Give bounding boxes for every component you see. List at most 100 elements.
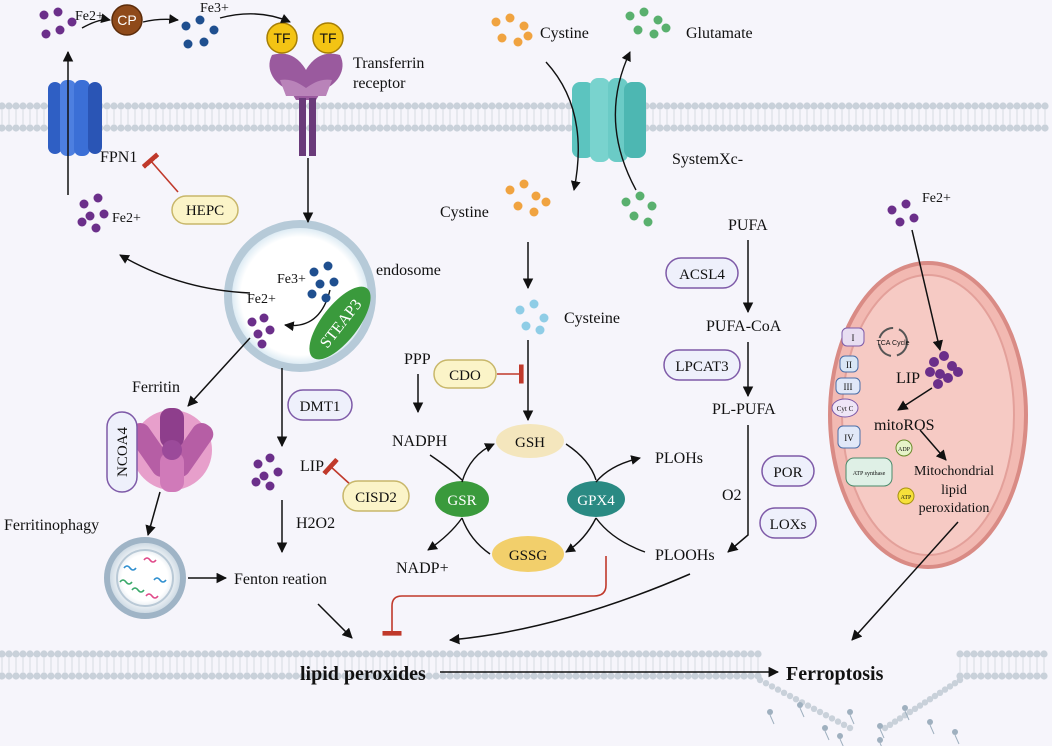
top-membrane-lipid-head	[327, 124, 335, 132]
cp-label: CP	[117, 12, 136, 28]
ferritin-to-autophagosome-arrow	[145, 491, 161, 537]
bottom-membrane-lipid-head	[138, 672, 146, 680]
bottom-membrane-lipid-head	[173, 672, 181, 680]
ruptured-lipid-head	[956, 676, 964, 684]
bottom-membrane-lipid-head	[152, 672, 160, 680]
ruptured-lipid-head	[804, 702, 812, 709]
bottom-membrane-lipid-head	[320, 672, 328, 680]
gpx4-inhibition-line	[382, 556, 607, 636]
adp-label: ADP	[898, 447, 911, 453]
fe2-ion	[265, 453, 275, 463]
bottom-membrane-lipid-head	[621, 672, 629, 680]
top-membrane-lipid-head	[880, 124, 888, 132]
top-membrane-lipid-head	[264, 102, 272, 110]
por-label: POR	[773, 465, 802, 481]
bottom-membrane-lipid-head	[334, 650, 342, 658]
bottom-membrane-lipid-head	[208, 650, 216, 658]
atp-synthase	[845, 457, 893, 487]
top-membrane-lipid-head	[320, 124, 328, 132]
bottom-membrane-lipid-head	[5, 650, 13, 658]
lip-iron	[933, 379, 943, 389]
bottom-membrane-lipid-head	[75, 672, 83, 680]
free-lipid-tail	[824, 730, 830, 741]
top-membrane-lipid-head	[0, 124, 6, 132]
ruptured-lipid-head	[891, 718, 899, 725]
top-membrane-lipid-head	[12, 102, 20, 110]
top-membrane-lipid-head	[33, 124, 41, 132]
top-membrane-lipid-head	[383, 102, 391, 110]
ruptured-lipid-head	[834, 718, 842, 725]
glutamate-molecule	[629, 211, 639, 221]
bottom-membrane-lipid-head	[747, 650, 755, 658]
bottom-membrane-lipid-head	[0, 672, 6, 680]
top-membrane-lipid-head	[908, 102, 916, 110]
bottom-membrane-lipid-head	[565, 672, 573, 680]
bottom-membrane-lipid-head	[963, 672, 971, 680]
top-membrane-lipid-head	[376, 124, 384, 132]
top-membrane-lipid-head	[649, 124, 657, 132]
bottom-membrane-lipid-head	[628, 650, 636, 658]
bottom-membrane-lipid-head	[684, 650, 692, 658]
bottom-membrane-lipid-head	[152, 650, 160, 658]
top-membrane-lipid-head	[558, 102, 566, 110]
top-membrane-lipid-head	[425, 124, 433, 132]
fe3-ion	[199, 37, 209, 47]
bottom-membrane-lipid-head	[551, 672, 559, 680]
bottom-membrane-lipid-head	[355, 650, 363, 658]
fe2-ion	[265, 481, 275, 491]
top-membrane-lipid-head	[523, 102, 531, 110]
bottom-membrane-lipid-head	[558, 650, 566, 658]
top-membrane-lipid-head	[453, 124, 461, 132]
transferrin-receptor-label: Transferrin	[353, 55, 424, 72]
top-membrane-lipid-head	[971, 124, 979, 132]
top-membrane-lipid-head	[964, 102, 972, 110]
top-membrane-lipid-head	[215, 102, 223, 110]
ruptured-lipid-head	[768, 683, 776, 690]
bottom-membrane-lipid-head	[600, 672, 608, 680]
cystine-top-label: Cystine	[540, 25, 589, 42]
bottom-membrane-lipid-head	[33, 672, 41, 680]
bottom-membrane-lipid-head	[977, 672, 985, 680]
bottom-membrane-lipid-head	[313, 650, 321, 658]
top-membrane-lipid-head	[810, 102, 818, 110]
ploohs-to-lipid-peroxides-arrow	[448, 573, 691, 645]
ruptured-lipid-head	[792, 696, 800, 703]
top-membrane-lipid-head	[782, 102, 790, 110]
bottom-membrane-lipid-head	[530, 672, 538, 680]
bottom-membrane-lipid-head	[432, 650, 440, 658]
gsr-cycle-bottom	[461, 517, 491, 555]
top-membrane-lipid-head	[341, 102, 349, 110]
tf-label-2: TF	[319, 30, 336, 46]
bottom-membrane-lipid-head	[355, 672, 363, 680]
ppp-label: PPP	[404, 351, 431, 368]
bottom-membrane-lipid-head	[383, 650, 391, 658]
pufa-coa-label: PUFA-CoA	[706, 318, 782, 335]
mito-to-ferroptosis-arrow	[851, 521, 959, 641]
bottom-membrane-lipid-head	[250, 672, 258, 680]
bottom-membrane-lipid-head	[257, 672, 265, 680]
bottom-membrane-lipid-head	[1012, 650, 1020, 658]
top-membrane-lipid-head	[740, 102, 748, 110]
bottom-membrane-lipid-head	[40, 672, 48, 680]
fe3-top-label: Fe3+	[200, 1, 229, 16]
bottom-membrane-lipid-head	[180, 650, 188, 658]
cell-membrane-top	[0, 102, 1049, 132]
glutamate-molecule	[653, 15, 663, 25]
bottom-membrane-lipid-head	[984, 650, 992, 658]
bottom-membrane-lipid-head	[747, 672, 755, 680]
bottom-membrane-lipid-head	[495, 672, 503, 680]
top-membrane-lipid-head	[887, 102, 895, 110]
cdo-label: CDO	[449, 368, 481, 384]
fe-oxidation-arrow-1	[81, 13, 111, 29]
bottom-membrane-lipid-head	[677, 650, 685, 658]
bottom-membrane-lipid-head	[432, 672, 440, 680]
bottom-membrane-lipid-head	[292, 650, 300, 658]
top-membrane-lipid-head	[719, 124, 727, 132]
top-membrane-lipid-head	[327, 102, 335, 110]
fe2-ion	[247, 317, 257, 327]
top-membrane-lipid-head	[467, 124, 475, 132]
bottom-membrane-lipid-head	[138, 650, 146, 658]
top-membrane-lipid-head	[369, 102, 377, 110]
ruptured-lipid-head	[816, 708, 824, 716]
bottom-membrane-lipid-head	[544, 672, 552, 680]
